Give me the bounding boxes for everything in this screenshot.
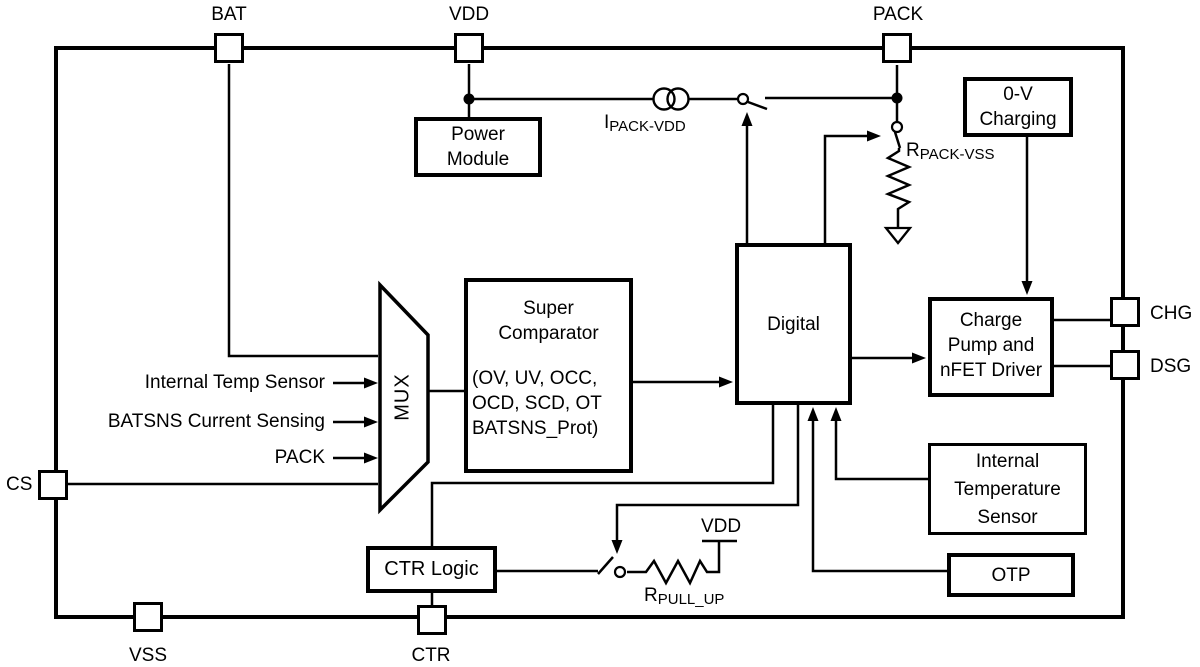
block-label: nFET Driver <box>939 360 1043 381</box>
block-label: Digital <box>767 313 820 335</box>
resistor-rpackvss <box>884 148 913 228</box>
current-source-icon <box>652 87 676 111</box>
pin-dsg <box>1110 350 1140 380</box>
switch-blade-ipack <box>747 100 768 111</box>
block-internal-temp-sensor: Internal Temperature Sensor <box>928 443 1087 535</box>
mux-shape <box>378 280 430 515</box>
block-super-comparator: Super Comparator (OV, UV, OCC, OCD, SCD,… <box>464 278 633 473</box>
pin-bat <box>214 33 244 63</box>
label-rpull-up: RPULL_UP <box>644 585 725 608</box>
arrowhead-icon <box>611 540 623 554</box>
wire-digital-to-ctrlogic <box>430 405 775 546</box>
pin-vdd <box>454 33 484 63</box>
block-otp: OTP <box>947 553 1075 597</box>
label-sub: PACK-VDD <box>609 118 686 135</box>
wire-digital-ctrl-pullup-switch <box>615 405 800 542</box>
current-source-icon <box>666 87 690 111</box>
pin-chg <box>1110 297 1140 327</box>
arrowhead-icon <box>741 112 753 126</box>
arrowhead-icon <box>364 416 378 428</box>
switch-blade-pullup <box>597 556 614 575</box>
pin-cs <box>38 470 68 500</box>
block-label: (OV, UV, OCC, <box>472 368 598 389</box>
block-label: OTP <box>991 564 1031 586</box>
block-label: Power <box>451 124 505 145</box>
block-label: Charging <box>979 109 1057 130</box>
arrowhead-icon <box>867 130 881 142</box>
pin-label-dsg: DSG <box>1150 356 1192 377</box>
block-label: Module <box>446 149 510 170</box>
pin-label-vdd: VDD <box>448 4 490 25</box>
switch-blade-rpackvss <box>893 131 902 149</box>
junction-dot-pack <box>891 92 903 104</box>
pin-label-ctr: CTR <box>411 645 451 666</box>
block-ctr-logic: CTR Logic <box>366 546 497 593</box>
block-0v-charging: 0-V Charging <box>963 77 1073 137</box>
mux-input-label-pack: PACK <box>274 447 325 468</box>
pin-pack <box>882 33 912 63</box>
block-label: CTR Logic <box>384 558 479 580</box>
wire-temp-sensor-to-digital <box>834 419 928 481</box>
label-main: I <box>604 112 610 133</box>
arrowhead-icon <box>830 407 842 421</box>
label-sub: PACK-VSS <box>919 146 995 163</box>
wire-digital-ctrl-rpackvss-switch <box>823 134 869 243</box>
switch-contact-pullup <box>613 565 627 579</box>
pin-label-bat: BAT <box>211 4 247 25</box>
arrowhead-icon <box>364 377 378 389</box>
block-digital: Digital <box>735 243 852 405</box>
ground-icon <box>883 226 913 245</box>
arrowhead-icon <box>364 452 378 464</box>
switch-contact-ipack <box>736 92 750 106</box>
block-label: Pump and <box>947 335 1035 356</box>
block-label: OCD, SCD, OT <box>472 393 602 414</box>
pin-ctr <box>417 605 447 635</box>
wire-bat-to-mux <box>227 64 378 358</box>
pin-label-cs: CS <box>6 474 33 495</box>
label-rpack-vss: RPACK-VSS <box>906 140 995 163</box>
block-label: 0-V <box>1003 84 1033 105</box>
mux-input-label-temp: Internal Temp Sensor <box>144 372 325 393</box>
label-vdd-rail: VDD <box>700 516 742 537</box>
arrowhead-icon <box>807 407 819 421</box>
pin-label-vss: VSS <box>128 645 168 666</box>
block-label: Sensor <box>977 507 1038 528</box>
block-label: Super <box>523 298 574 319</box>
block-label: Temperature <box>954 479 1061 500</box>
chip-boundary <box>54 46 1125 619</box>
arrowhead-icon <box>912 352 926 364</box>
pin-vss <box>133 602 163 632</box>
label-main: R <box>906 140 920 161</box>
block-label: Comparator <box>498 323 599 344</box>
wire-otp-to-digital <box>811 419 947 573</box>
pin-label-chg: CHG <box>1150 303 1193 324</box>
label-main: R <box>644 585 658 606</box>
switch-contact-rpackvss <box>890 120 904 134</box>
block-power-module: Power Module <box>414 117 542 177</box>
junction-dot-vdd <box>463 93 475 105</box>
arrowhead-icon <box>719 376 733 388</box>
mux-label: MUX <box>391 373 414 421</box>
block-label: Internal <box>975 451 1040 472</box>
label-ipack-vdd: IPACK-VDD <box>604 112 686 135</box>
block-label: Charge <box>959 310 1023 331</box>
pin-label-pack: PACK <box>872 4 924 25</box>
label-sub: PULL_UP <box>657 591 725 608</box>
mux-input-label-batsns: BATSNS Current Sensing <box>107 411 325 432</box>
block-label: BATSNS_Prot) <box>472 418 599 439</box>
block-charge-pump: Charge Pump and nFET Driver <box>928 297 1054 397</box>
arrowhead-icon <box>1021 281 1033 295</box>
resistor-rpullup <box>627 541 721 586</box>
